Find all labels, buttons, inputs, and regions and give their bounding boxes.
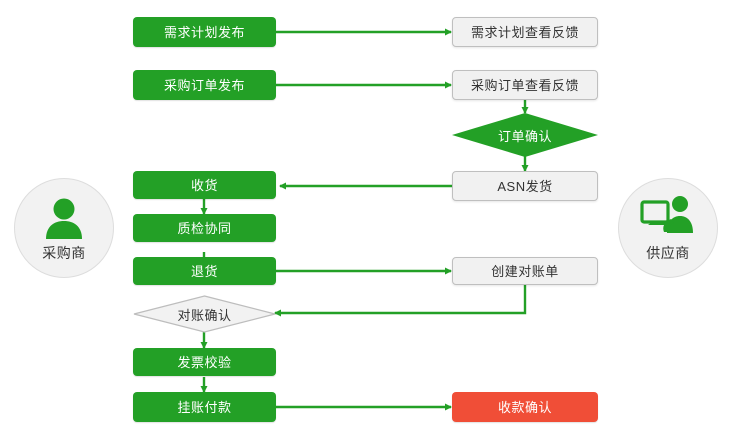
actor-buyer-label: 采购商	[42, 245, 86, 261]
node-po-publish-label: 采购订单发布	[163, 77, 245, 93]
node-receipt-confirm[interactable]: 收款确认	[452, 392, 598, 422]
node-demand-plan-feedback-label: 需求计划查看反馈	[470, 24, 579, 40]
actor-supplier[interactable]: 供应商	[618, 178, 718, 278]
person-icon	[42, 193, 86, 239]
node-receipt-confirm-label: 收款确认	[497, 399, 552, 415]
node-order-confirm-label: 订单确认	[497, 128, 552, 144]
node-returns-label: 退货	[190, 263, 218, 279]
node-quality-collab-label: 质检协同	[177, 220, 232, 236]
node-payable-payment[interactable]: 挂账付款	[133, 392, 276, 422]
edge-create-statement-to-statement-confirm	[274, 285, 527, 317]
person-at-computer-icon	[640, 193, 696, 239]
node-returns[interactable]: 退货	[133, 257, 276, 285]
actor-supplier-label: 供应商	[646, 245, 690, 261]
node-payable-payment-label: 挂账付款	[177, 399, 232, 415]
node-goods-receipt[interactable]: 收货	[133, 171, 276, 199]
node-quality-collab[interactable]: 质检协同	[133, 214, 276, 242]
node-create-statement-label: 创建对账单	[491, 263, 559, 279]
actor-buyer[interactable]: 采购商	[14, 178, 114, 278]
node-asn-shipment-label: ASN发货	[497, 178, 553, 194]
node-po-feedback-label: 采购订单查看反馈	[470, 77, 579, 93]
node-invoice-verify[interactable]: 发票校验	[133, 348, 276, 376]
node-goods-receipt-label: 收货	[190, 177, 218, 193]
node-demand-plan-publish[interactable]: 需求计划发布	[133, 17, 276, 47]
node-statement-confirm-label: 对账确认	[177, 307, 232, 323]
node-demand-plan-feedback[interactable]: 需求计划查看反馈	[452, 17, 598, 47]
node-asn-shipment[interactable]: ASN发货	[452, 171, 598, 201]
node-create-statement[interactable]: 创建对账单	[452, 257, 598, 285]
node-po-feedback[interactable]: 采购订单查看反馈	[452, 70, 598, 100]
node-statement-confirm[interactable]: 对账确认	[133, 295, 276, 333]
node-po-publish[interactable]: 采购订单发布	[133, 70, 276, 100]
node-demand-plan-publish-label: 需求计划发布	[163, 24, 245, 40]
node-order-confirm[interactable]: 订单确认	[452, 113, 598, 157]
node-invoice-verify-label: 发票校验	[177, 354, 232, 370]
